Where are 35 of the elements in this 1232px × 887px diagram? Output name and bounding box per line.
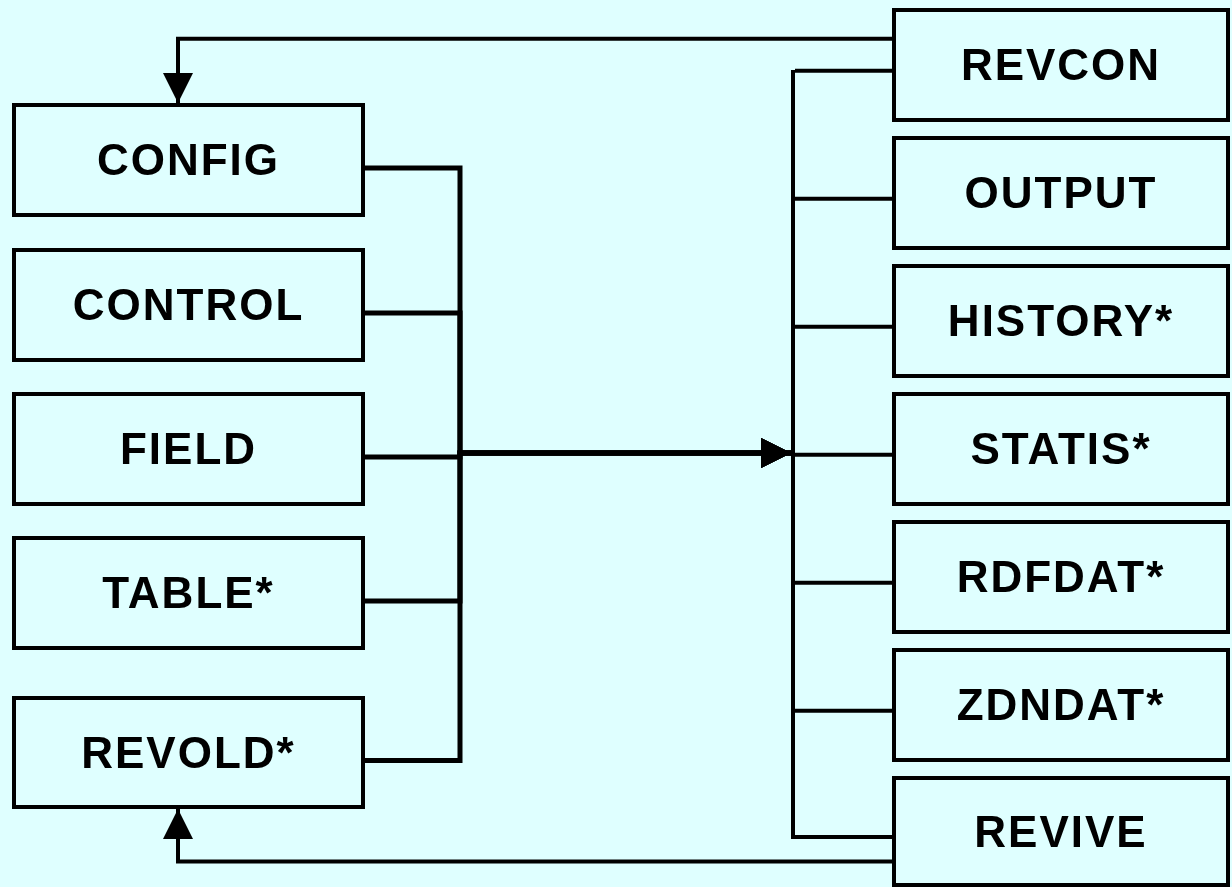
file-box xyxy=(12,392,365,506)
file-box xyxy=(892,136,1230,250)
connector-line xyxy=(795,708,892,713)
file-name: CONTROL xyxy=(72,280,305,330)
connector-line xyxy=(795,580,892,585)
file-box xyxy=(892,264,1230,378)
file-name: REVCON xyxy=(960,40,1162,90)
bus-bar xyxy=(791,70,795,839)
file-box xyxy=(12,248,365,362)
connector-line xyxy=(795,196,892,201)
arrow xyxy=(365,438,791,763)
file-box xyxy=(892,8,1230,122)
file-name: HISTORY* xyxy=(947,296,1175,346)
file-name: CONFIG xyxy=(96,135,281,185)
arrow xyxy=(163,809,892,864)
file-name: REVIVE xyxy=(974,806,1148,857)
file-box xyxy=(12,536,365,650)
file-name: OUTPUT xyxy=(964,168,1158,218)
connector-line xyxy=(795,68,892,73)
file-name: FIELD xyxy=(119,424,258,474)
file-box xyxy=(892,648,1230,762)
file-box xyxy=(892,392,1230,506)
file-name: REVOLD* xyxy=(81,727,296,778)
connector-line xyxy=(795,452,892,457)
file-name: TABLE* xyxy=(102,568,275,618)
file-box xyxy=(892,776,1230,887)
arrow xyxy=(163,36,892,103)
file-name: ZDNDAT* xyxy=(956,680,1166,730)
connector-line xyxy=(795,835,892,840)
file-box xyxy=(12,696,365,809)
file-box xyxy=(892,520,1230,634)
file-name: RDFDAT* xyxy=(956,552,1166,602)
connector-line xyxy=(795,324,892,329)
file-name: STATIS* xyxy=(970,424,1152,474)
file-box xyxy=(12,103,365,217)
